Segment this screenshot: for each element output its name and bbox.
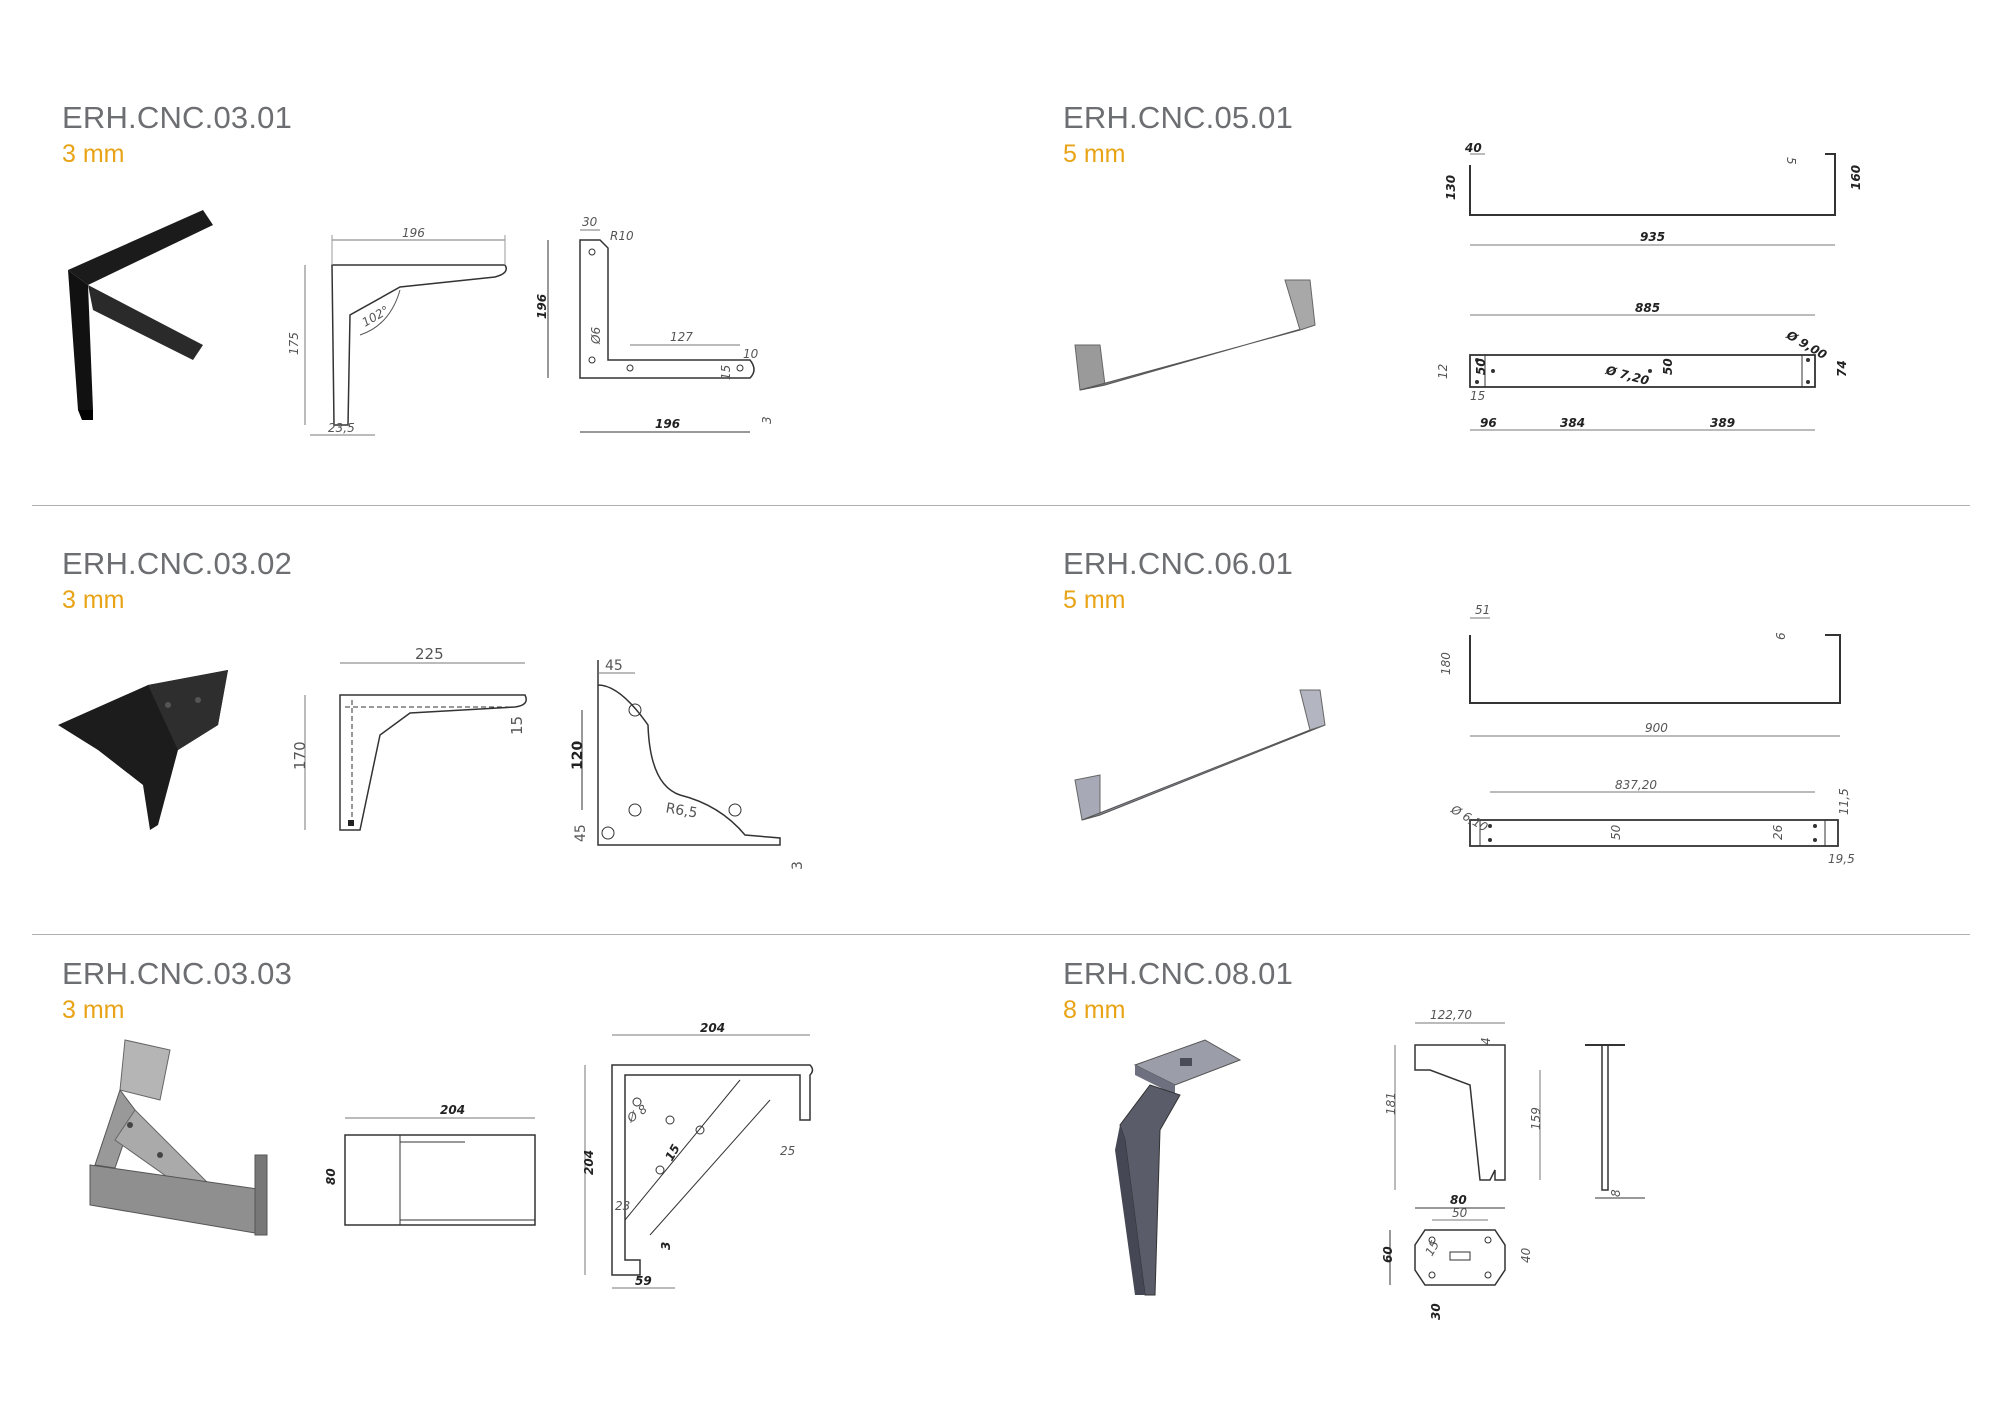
dim-label: 74: [1835, 360, 1849, 377]
dim-label: 127: [670, 330, 693, 344]
dim-label: 40: [1519, 1247, 1533, 1263]
dim-label: 8: [1609, 1189, 1623, 1197]
dim-label: 12: [1436, 364, 1450, 379]
dim-label: 159: [1529, 1107, 1543, 1130]
dim-label: 384: [1560, 416, 1585, 430]
dim-label: 50: [1452, 1206, 1468, 1220]
product-code: ERH.CNC.08.01: [1063, 956, 1294, 991]
product-3d-render: [1074, 689, 1326, 821]
dim-label: 900: [1645, 721, 1668, 735]
product-thickness: 3 mm: [62, 996, 125, 1024]
dim-label: 23: [615, 1199, 630, 1213]
dim-label: 10: [743, 347, 759, 361]
product-code: ERH.CNC.06.01: [1063, 546, 1294, 581]
product-thickness: 3 mm: [62, 586, 125, 614]
dim-label: Ø 8: [624, 1102, 650, 1126]
product-thickness: 5 mm: [1063, 140, 1126, 168]
dim-label: 196: [655, 417, 680, 431]
dim-label: 80: [1450, 1193, 1467, 1207]
dim-label: 59: [635, 1274, 652, 1288]
product-code: ERH.CNC.03.01: [62, 100, 293, 135]
product-3d-render: [1115, 1039, 1242, 1296]
product-thickness: 3 mm: [62, 140, 125, 168]
dim-label: 181: [1384, 1092, 1398, 1115]
dim-label: 225: [415, 645, 444, 663]
dim-label: 11,5: [1837, 788, 1851, 815]
dim-label: 935: [1640, 230, 1665, 244]
technical-drawing-side: 196 175 102° 23,5: [287, 226, 507, 436]
dim-label: 837,20: [1615, 778, 1657, 792]
dim-label: 50: [1661, 358, 1675, 375]
dim-label: 204: [582, 1150, 596, 1175]
product-3d-render: [58, 670, 228, 830]
dim-label: 25: [780, 1144, 795, 1158]
dim-label: 204: [440, 1103, 465, 1117]
dim-label: 170: [291, 741, 309, 770]
dim-label: 51: [1475, 603, 1490, 617]
technical-drawing-side: 122,70 4 181 159: [1384, 1008, 1543, 1190]
product-code: ERH.CNC.03.02: [62, 546, 293, 581]
dim-label: 26: [1771, 824, 1785, 840]
dim-label: 6: [1774, 632, 1788, 640]
technical-drawing-flat: 885 Ø 9,00 Ø 7,20 12 50 50 74 15 96 384 …: [1436, 301, 1849, 431]
section-divider: [32, 505, 1970, 506]
dim-label: 130: [1444, 175, 1458, 200]
technical-drawing-flat: 837,20 Ø 6,10 50 26 11,5 19,5: [1448, 778, 1855, 866]
dim-label: 30: [1429, 1303, 1443, 1320]
dim-label: 180: [1439, 652, 1453, 675]
dim-label: 3: [760, 416, 774, 424]
dim-label: 19,5: [1828, 852, 1855, 866]
technical-drawing-front: 8: [1585, 1044, 1645, 1199]
dim-label: 160: [1849, 165, 1863, 190]
technical-drawing-plate: 80 50 60 40 15 30: [1381, 1193, 1533, 1320]
technical-drawing-flat: 30 R10 196 Ø6 127 10 15 196 3: [535, 215, 774, 433]
dim-label: Ø6: [589, 327, 603, 345]
dim-label: Ø 7,20: [1603, 363, 1650, 388]
dim-label: 122,70: [1430, 1008, 1472, 1022]
product-3d-render: [89, 1039, 268, 1236]
dim-label: 3: [790, 861, 806, 870]
dim-label: 23,5: [328, 421, 355, 435]
product-3d-render: [1074, 279, 1316, 391]
dim-label: 96: [1480, 416, 1497, 430]
dim-label: 15: [719, 365, 733, 380]
dim-label: 15: [1422, 1238, 1442, 1258]
dim-label: 50: [1474, 358, 1488, 375]
dim-label: 196: [535, 294, 549, 319]
dim-label: R10: [610, 229, 634, 243]
technical-drawing-side: 225 170 15: [291, 645, 527, 831]
section-divider: [32, 934, 1970, 935]
dim-label: 15: [508, 716, 526, 735]
dim-label: 885: [1635, 301, 1660, 315]
dim-label: 40: [1464, 141, 1482, 155]
dim-label: 60: [1381, 1246, 1395, 1263]
dim-label: 45: [605, 658, 623, 674]
dim-label: 30: [582, 215, 598, 229]
product-3d-render: [68, 210, 213, 420]
technical-drawing-side: 40 130 5 160 935: [1444, 141, 1863, 246]
dim-label: 4: [1479, 1037, 1493, 1045]
dim-label: 3: [659, 1242, 673, 1250]
technical-drawing-side: 204 80: [324, 1103, 536, 1226]
dim-label: 15: [662, 1142, 682, 1163]
dim-label: 196: [402, 226, 425, 240]
technical-drawing-flat: 204 204 Ø 8 25 23 15 3 59: [582, 1021, 814, 1289]
product-thickness: 5 mm: [1063, 586, 1126, 614]
product-code: ERH.CNC.03.03: [62, 956, 293, 991]
dim-label: 50: [1609, 824, 1623, 840]
technical-drawing-side: 51 180 6 900: [1439, 603, 1841, 737]
dim-label: 15: [1470, 389, 1485, 403]
product-thickness: 8 mm: [1063, 996, 1126, 1024]
dim-label: R6,5: [664, 800, 698, 821]
dim-label: 204: [700, 1021, 725, 1035]
dim-label: 389: [1710, 416, 1735, 430]
dim-label: 120: [570, 741, 586, 770]
product-code: ERH.CNC.05.01: [1063, 100, 1294, 135]
dim-label: Ø 9,00: [1783, 327, 1829, 362]
dim-label: 80: [324, 1168, 338, 1185]
dim-label: 45: [573, 824, 589, 842]
dim-label: 175: [287, 332, 301, 355]
technical-drawing-flat: 45 120 R6,5 45 3: [570, 658, 806, 870]
dim-label: 5: [1784, 157, 1798, 165]
